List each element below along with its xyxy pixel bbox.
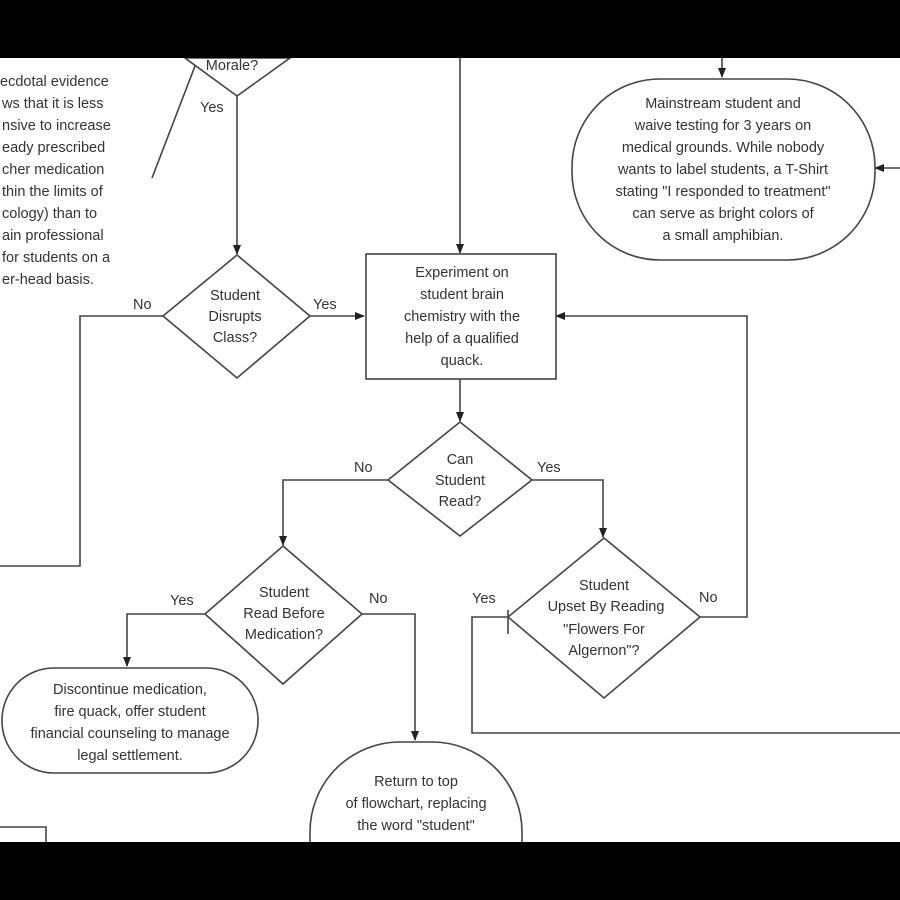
edge-label-read-no: No bbox=[354, 460, 373, 476]
edge-label-read-before-yes: Yes bbox=[170, 593, 194, 609]
anecdote-line: thin the limits of bbox=[2, 184, 104, 200]
discontinue-line: Discontinue medication, bbox=[53, 682, 207, 698]
flowchart-page: ecdotal evidence ws that it is less nsiv… bbox=[0, 58, 900, 842]
mainstream-line: can serve as bright colors of bbox=[632, 206, 814, 222]
read-before-decision-shape bbox=[203, 544, 364, 686]
mainstream-terminal-shape bbox=[571, 78, 876, 261]
anecdote-line: nsive to increase bbox=[2, 118, 111, 134]
anecdote-line: eady prescribed bbox=[2, 140, 105, 156]
edge-label-upset-yes: Yes bbox=[472, 591, 496, 607]
mainstream-line: a small amphibian. bbox=[663, 228, 784, 244]
connector-annotation bbox=[151, 65, 196, 179]
connector-upset-yes bbox=[471, 616, 900, 734]
experiment-line: Experiment on bbox=[415, 265, 509, 281]
disrupts-line: Disrupts bbox=[208, 309, 261, 325]
read-line: Read? bbox=[439, 494, 482, 510]
edge-label-disrupts-no: No bbox=[133, 297, 152, 313]
mainstream-line: wants to label students, a T-Shirt bbox=[617, 162, 828, 178]
mainstream-line: medical grounds. While nobody bbox=[622, 140, 825, 156]
edge-labels: Yes No Yes No Yes Yes No Yes No bbox=[133, 100, 718, 609]
edge-label-disrupts-yes: Yes bbox=[313, 297, 337, 313]
edge-label-upset-no: No bbox=[699, 590, 718, 606]
experiment-line: quack. bbox=[441, 353, 484, 369]
read-before-line: Student bbox=[259, 585, 309, 601]
discontinue-terminal: Discontinue medication, fire quack, offe… bbox=[1, 667, 259, 774]
return-terminal-shape bbox=[309, 741, 523, 842]
corner-box-fragment bbox=[0, 826, 47, 842]
connector-read-before-yes bbox=[123, 613, 205, 667]
mainstream-line: Mainstream student and bbox=[645, 96, 801, 112]
return-terminal: Return to top of flowchart, replacing th… bbox=[309, 741, 523, 842]
disrupts-decision-shape bbox=[161, 253, 312, 380]
upset-decision-shape bbox=[506, 536, 702, 700]
flowchart-canvas: ecdotal evidence ws that it is less nsiv… bbox=[0, 58, 900, 842]
mainstream-line: waive testing for 3 years on bbox=[634, 118, 812, 134]
anecdote-line: for students on a bbox=[2, 250, 111, 266]
read-decision-shape bbox=[386, 420, 534, 538]
connector-read-no bbox=[279, 479, 388, 546]
upset-line: Student bbox=[579, 578, 629, 594]
return-line: Return to top bbox=[374, 774, 458, 790]
connector-read-yes bbox=[532, 479, 607, 538]
connector-read-before-no bbox=[362, 613, 419, 741]
connector-upset-no bbox=[555, 312, 748, 618]
edge-label-morale-yes: Yes bbox=[200, 100, 224, 116]
disrupts-decision: Student Disrupts Class? bbox=[161, 253, 312, 380]
anecdote-line: cology) than to bbox=[2, 206, 97, 222]
discontinue-line: fire quack, offer student bbox=[54, 704, 205, 720]
experiment-process-shape bbox=[365, 253, 557, 380]
discontinue-terminal-shape bbox=[1, 667, 259, 774]
connector-disrupts-no bbox=[0, 315, 163, 567]
anecdote-note: ecdotal evidence ws that it is less nsiv… bbox=[0, 74, 111, 288]
read-line: Can bbox=[447, 452, 474, 468]
experiment-process: Experiment on student brain chemistry wi… bbox=[365, 253, 557, 380]
edge-label-read-yes: Yes bbox=[537, 460, 561, 476]
read-before-decision: Student Read Before Medication? bbox=[203, 544, 364, 686]
connectors bbox=[0, 58, 900, 842]
upset-line: Algernon"? bbox=[568, 643, 639, 659]
experiment-line: chemistry with the bbox=[404, 309, 520, 325]
disrupts-line: Class? bbox=[213, 330, 257, 346]
anecdote-line: cher medication bbox=[2, 162, 104, 178]
experiment-line: student brain bbox=[420, 287, 504, 303]
anecdote-line: er-head basis. bbox=[2, 272, 94, 288]
morale-decision-shape bbox=[183, 58, 292, 97]
return-line: the word "student" bbox=[357, 818, 475, 834]
anecdote-line: ecdotal evidence bbox=[0, 74, 109, 90]
disrupts-line: Student bbox=[210, 288, 260, 304]
upset-line: "Flowers For bbox=[563, 622, 645, 638]
anecdote-line: ain professional bbox=[2, 228, 104, 244]
mainstream-terminal: Mainstream student and waive testing for… bbox=[571, 78, 876, 261]
anecdote-line: ws that it is less bbox=[1, 96, 104, 112]
read-before-line: Read Before bbox=[243, 606, 324, 622]
discontinue-line: legal settlement. bbox=[77, 748, 183, 764]
upset-line: Upset By Reading bbox=[548, 599, 665, 615]
read-line: Student bbox=[435, 473, 485, 489]
mainstream-line: stating "I responded to treatment" bbox=[615, 184, 830, 200]
edge-label-read-before-no: No bbox=[369, 591, 388, 607]
upset-decision: Student Upset By Reading "Flowers For Al… bbox=[506, 536, 702, 700]
morale-decision: Morale? bbox=[183, 58, 292, 97]
experiment-line: help of a qualified bbox=[405, 331, 519, 347]
read-before-line: Medication? bbox=[245, 627, 323, 643]
discontinue-line: financial counseling to manage bbox=[30, 726, 229, 742]
return-line: of flowchart, replacing bbox=[345, 796, 486, 812]
read-decision: Can Student Read? bbox=[386, 420, 534, 538]
morale-decision-label: Morale? bbox=[206, 58, 258, 74]
